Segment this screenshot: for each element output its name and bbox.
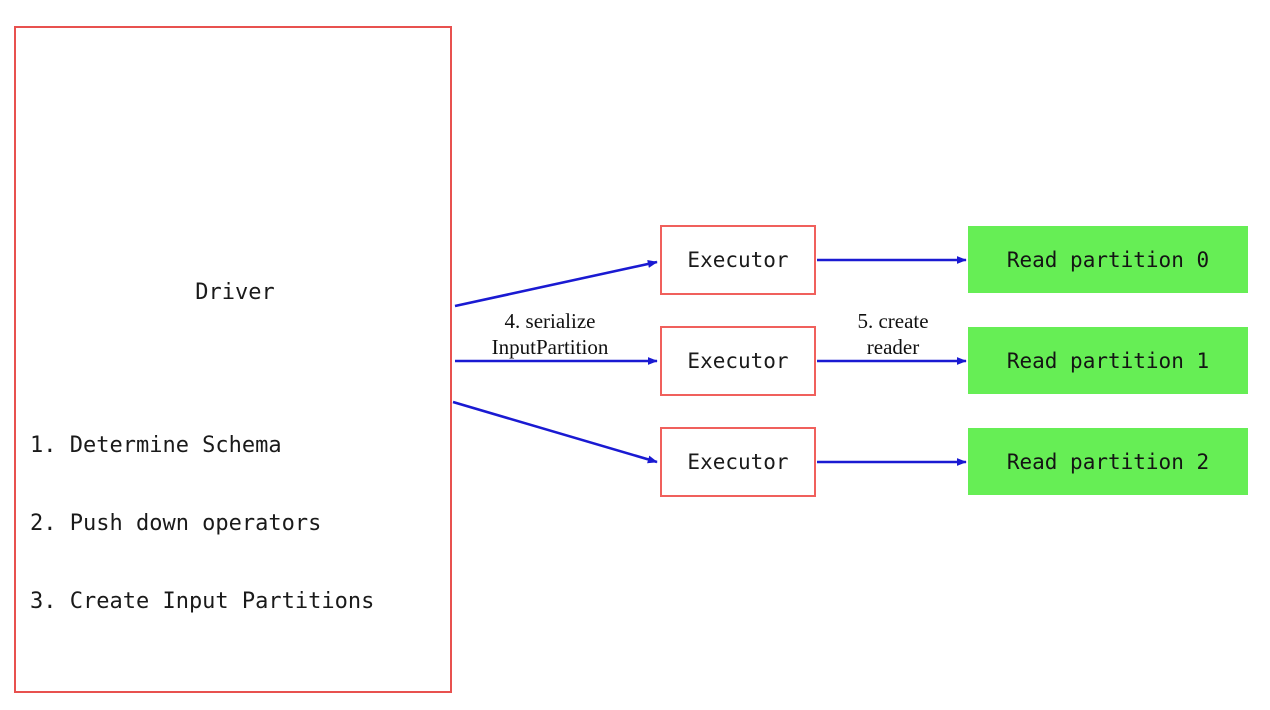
driver-step-2: 2. Push down operators — [30, 511, 322, 536]
executor-box-0: Executor — [660, 225, 816, 295]
executor-box-2: Executor — [660, 427, 816, 497]
driver-title: Driver — [195, 280, 275, 305]
partition-label-2: Read partition 2 — [1006, 449, 1210, 474]
edge-label-create-reader-line2: reader — [866, 335, 920, 359]
edge-label-serialize: 4. serialize InputPartition — [460, 308, 640, 360]
arrow-driver-to-executor-0 — [454, 260, 658, 308]
partition-box-1: Read partition 1 — [968, 327, 1248, 394]
edge-label-create-reader: 5. create reader — [828, 308, 958, 360]
partition-box-0: Read partition 0 — [968, 226, 1248, 293]
edge-label-create-reader-line1: 5. create — [857, 309, 929, 333]
driver-step-1: 1. Determine Schema — [30, 433, 282, 458]
driver-step-3: 3. Create Input Partitions — [30, 589, 375, 614]
driver-steps-list: 1. Determine Schema 2. Push down operato… — [30, 381, 450, 667]
edge-label-serialize-line2: InputPartition — [491, 335, 609, 359]
driver-box: Driver 1. Determine Schema 2. Push down … — [14, 26, 452, 693]
edge-label-serialize-line1: 4. serialize — [504, 309, 596, 333]
executor-box-1: Executor — [660, 326, 816, 396]
partition-label-1: Read partition 1 — [1006, 348, 1210, 373]
partition-label-0: Read partition 0 — [1006, 247, 1210, 272]
executor-label-1: Executor — [687, 349, 789, 373]
arrow-driver-to-executor-2 — [452, 400, 658, 464]
partition-box-2: Read partition 2 — [968, 428, 1248, 495]
executor-label-0: Executor — [687, 248, 789, 272]
executor-label-2: Executor — [687, 450, 789, 474]
